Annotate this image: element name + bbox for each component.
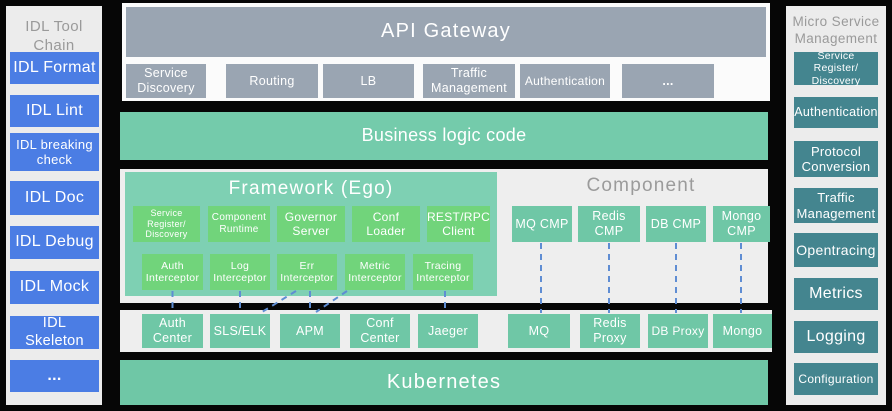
node-gw-service-discovery: Service Discovery <box>126 64 206 98</box>
framework-component-band: Framework (Ego) Service Register/ Discov… <box>120 169 770 303</box>
idl-toolchain-title: IDL Tool Chain <box>25 18 83 54</box>
node-idl-breaking-check: IDL breaking check <box>10 133 99 171</box>
node-mgmt-opentracing: Opentracing <box>794 233 878 267</box>
api-gateway-section: API Gateway Service Discovery Routing LB… <box>122 3 770 101</box>
node-redis-proxy: Redis Proxy <box>580 314 640 348</box>
node-fw-metric-interceptor: Metric Interceptor <box>345 254 405 290</box>
node-mgmt-configuration: Configuration <box>794 363 878 395</box>
node-business-logic: Business logic code <box>120 112 768 160</box>
node-fw-auth-interceptor: Auth Interceptor <box>142 254 203 290</box>
node-redis-cmp: Redis CMP <box>578 206 640 242</box>
microservice-management-panel: Micro Service Management Service Registe… <box>786 6 886 405</box>
node-gw-routing: Routing <box>226 64 318 98</box>
node-jaeger: Jaeger <box>418 314 478 348</box>
node-idl-mock: IDL Mock <box>10 271 99 304</box>
node-kubernetes: Kubernetes <box>120 360 768 405</box>
node-mq-cmp: MQ CMP <box>512 206 572 242</box>
idl-toolchain-panel: IDL Tool Chain IDL Format IDL Lint IDL b… <box>6 6 102 405</box>
node-mgmt-logging: Logging <box>794 321 878 353</box>
node-mongo: Mongo <box>713 314 772 348</box>
node-idl-debug: IDL Debug <box>10 226 99 259</box>
node-auth-center: Auth Center <box>142 314 203 348</box>
node-fw-log-interceptor: Log Interceptor <box>210 254 270 290</box>
node-fw-governor-server: Governor Server <box>277 206 345 242</box>
node-fw-tracing-interceptor: Tracing Interceptor <box>413 254 473 290</box>
framework-title: Framework (Ego) <box>228 178 394 199</box>
node-fw-rest-rpc-client: REST/RPC Client <box>427 206 490 242</box>
node-mgmt-service-register: Service Register/ Discovery <box>794 50 878 87</box>
node-fw-err-interceptor: Err Interceptor <box>277 254 337 290</box>
node-gw-authentication: Authentication <box>520 64 610 98</box>
node-mgmt-authentication: Authentication <box>794 97 878 128</box>
node-gw-lb: LB <box>323 64 414 98</box>
node-mgmt-metrics: Metrics <box>794 278 878 310</box>
infrastructure-strip: Auth Center SLS/ELK APM Conf Center Jaeg… <box>120 310 772 352</box>
node-db-cmp: DB CMP <box>646 206 706 242</box>
node-gw-traffic-management: Traffic Management <box>423 64 515 98</box>
node-idl-doc: IDL Doc <box>10 181 99 215</box>
node-sls-elk: SLS/ELK <box>210 314 270 348</box>
node-idl-format: IDL Format <box>10 52 99 84</box>
framework-ego-container: Framework (Ego) Service Register/ Discov… <box>125 172 497 296</box>
node-conf-center: Conf Center <box>350 314 410 348</box>
node-idl-skeleton: IDL Skeleton <box>10 315 99 349</box>
node-fw-conf-loader: Conf Loader <box>352 206 420 242</box>
node-idl-more: ... <box>10 360 99 392</box>
node-gw-more: ... <box>622 64 714 98</box>
node-api-gateway: API Gateway <box>126 7 766 57</box>
node-mgmt-traffic-management: Traffic Management <box>794 188 878 223</box>
node-fw-service-register: Service Register/ Discovery <box>133 206 200 242</box>
node-db-proxy: DB Proxy <box>648 314 708 348</box>
node-mq: MQ <box>508 314 570 348</box>
node-apm: APM <box>280 314 340 348</box>
microservice-management-title: Micro Service Management <box>792 14 880 46</box>
component-title: Component <box>586 175 696 196</box>
node-mongo-cmp: Mongo CMP <box>713 206 770 242</box>
node-mgmt-protocol-conversion: Protocol Conversion <box>794 141 878 177</box>
node-fw-component-runtime: Component Runtime <box>208 206 270 242</box>
node-idl-lint: IDL Lint <box>10 95 99 127</box>
